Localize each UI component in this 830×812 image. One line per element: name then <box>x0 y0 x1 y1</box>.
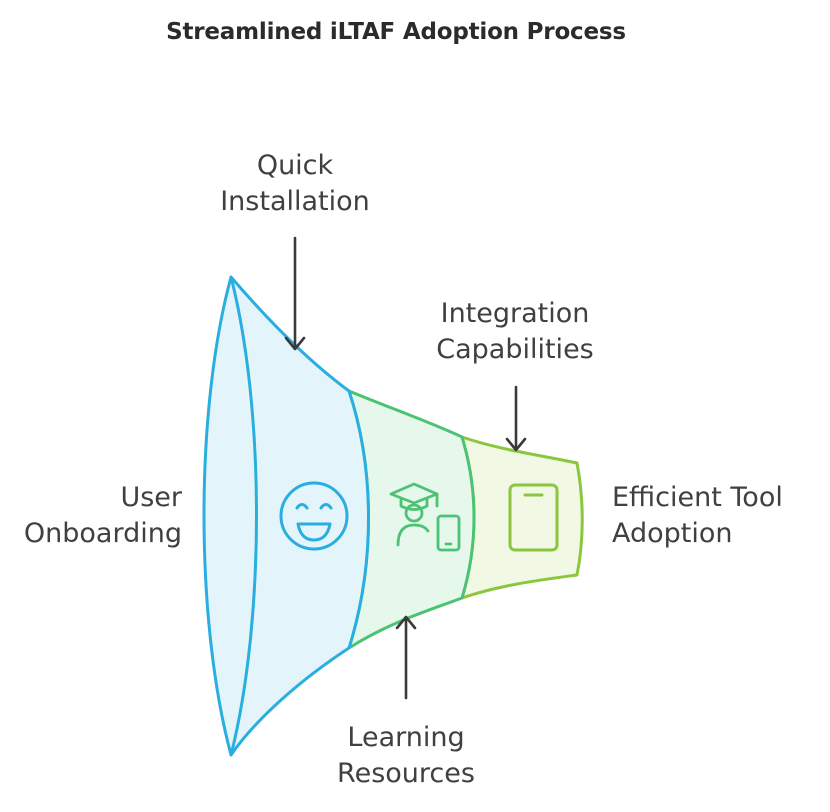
page-title: Streamlined iLTAF Adoption Process <box>166 19 626 45</box>
label-line: Efficient Tool <box>612 482 783 513</box>
arrow-quick-installation <box>284 236 306 351</box>
tablet-icon <box>508 483 559 552</box>
label-line: Resources <box>337 758 475 789</box>
label-quick-installation: Quick Installation <box>180 148 410 220</box>
funnel-segment-user-onboarding <box>202 275 370 757</box>
label-line: Capabilities <box>436 334 594 365</box>
label-integration-capabilities: Integration Capabilities <box>400 296 630 368</box>
funnel-segment-efficient-tool-adoption <box>460 435 584 600</box>
smiling-face-icon <box>279 481 349 551</box>
label-line: Learning <box>347 722 465 753</box>
label-line: Installation <box>220 186 370 217</box>
label-learning-resources: Learning Resources <box>290 720 522 792</box>
label-user-onboarding: User Onboarding <box>0 480 182 552</box>
label-line: Quick <box>256 150 334 181</box>
label-line: User <box>120 482 182 513</box>
label-efficient-tool-adoption: Efficient Tool Adoption <box>612 480 822 552</box>
arrow-integration-capabilities <box>505 385 527 452</box>
label-line: Integration <box>440 298 590 329</box>
funnel-mouth-rim <box>229 276 258 756</box>
label-line: Onboarding <box>23 518 182 549</box>
student-with-phone-icon <box>389 482 461 552</box>
label-line: Adoption <box>612 518 733 549</box>
arrow-learning-resources <box>395 615 417 700</box>
